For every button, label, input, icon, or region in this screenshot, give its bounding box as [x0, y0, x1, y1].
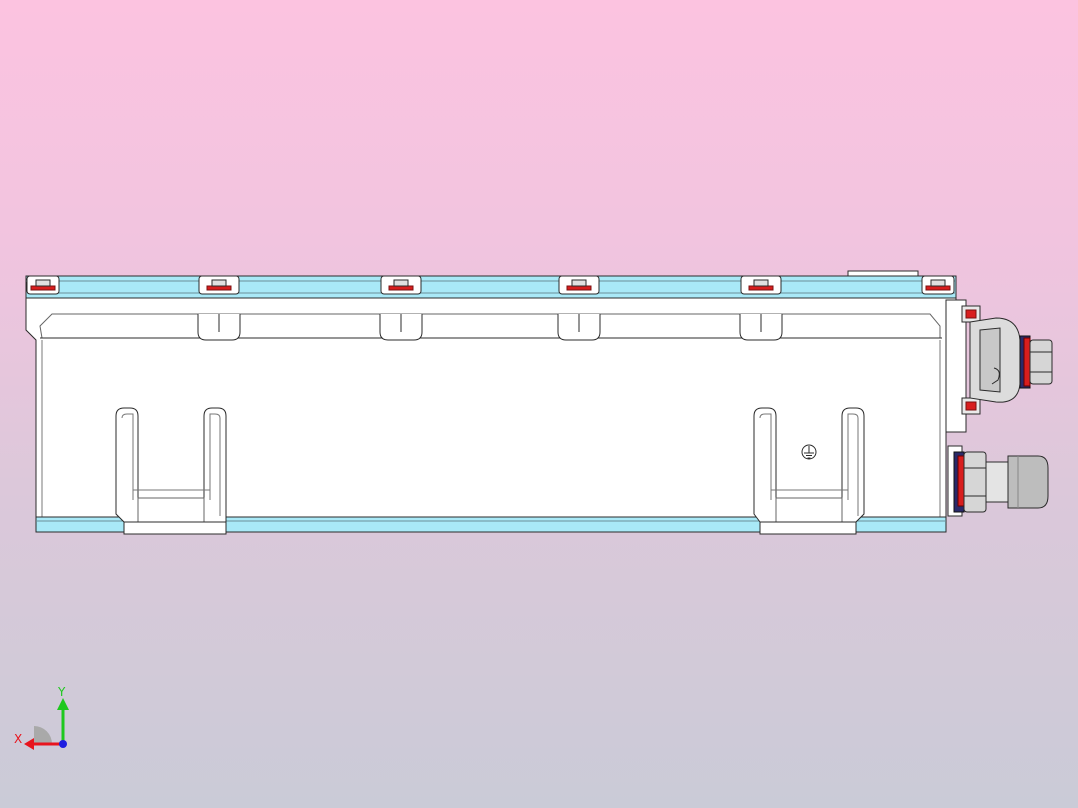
mounting-bracket-left: [115, 407, 227, 535]
rim-notches: [197, 314, 783, 341]
lower-connector[interactable]: [947, 445, 1049, 517]
cover-screws: [26, 275, 955, 295]
mounting-bracket-right: [753, 407, 865, 535]
x-axis-arrowhead: [24, 738, 34, 750]
ground-symbol: [801, 444, 817, 460]
z-axis-dot: [59, 740, 67, 748]
y-axis-label: Y: [57, 685, 66, 699]
upper-connector[interactable]: [961, 305, 1053, 415]
coordinate-triad[interactable]: Y X: [10, 684, 80, 754]
top-cover-flange: [25, 275, 957, 299]
x-axis-label: X: [14, 732, 22, 746]
triad-quadrant: [34, 726, 52, 744]
y-axis-arrowhead: [57, 698, 69, 710]
side-boss: [945, 299, 967, 433]
top-ridge: [847, 270, 919, 277]
